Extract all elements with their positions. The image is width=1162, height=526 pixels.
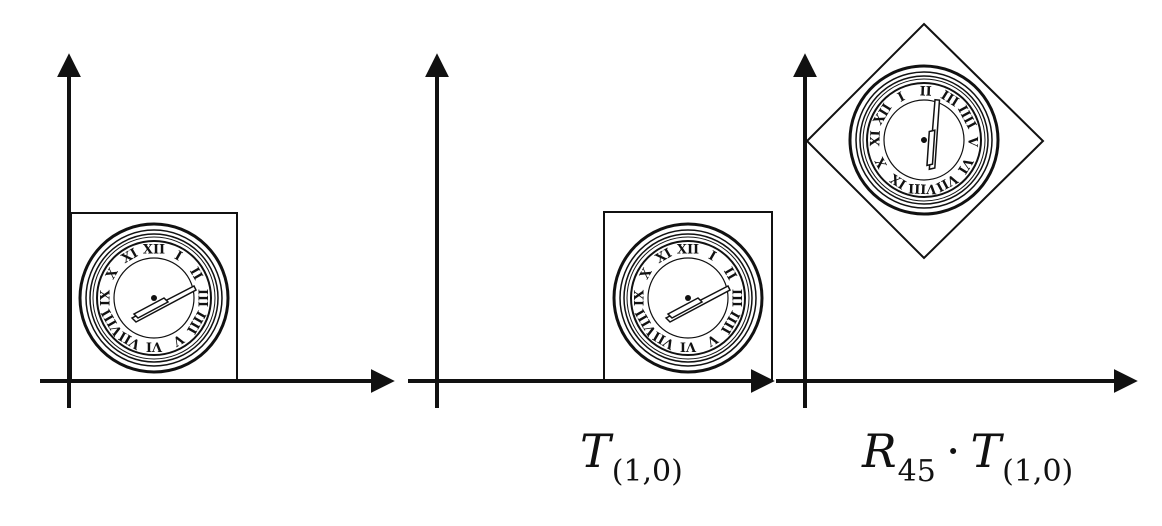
clock-frame — [603, 211, 773, 381]
clock-icon — [820, 36, 1028, 244]
panel-rotated-translated — [776, 22, 1138, 408]
caption-translation: T(1,0) — [580, 424, 683, 489]
clock-frame — [70, 212, 238, 382]
panel-original — [40, 53, 395, 408]
clock-icon — [612, 222, 764, 374]
panel-translated — [408, 53, 775, 408]
caption-rotation-translation: R45·T(1,0) — [862, 424, 1074, 489]
clock-icon — [78, 222, 230, 374]
